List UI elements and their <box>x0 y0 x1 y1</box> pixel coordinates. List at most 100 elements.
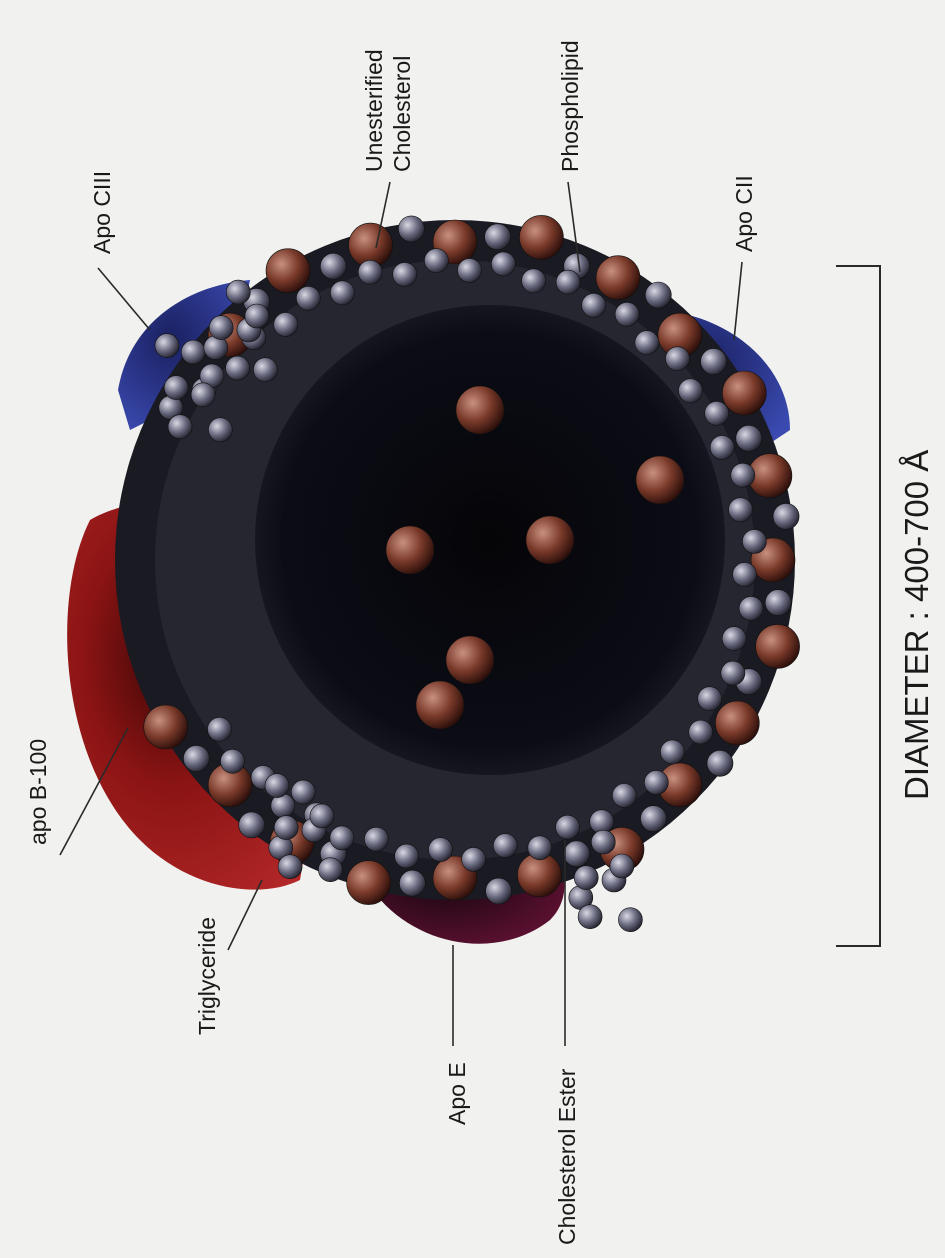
phospholipid-head <box>245 304 269 328</box>
cholesterol-sphere <box>596 256 640 300</box>
phospholipid-head <box>221 749 245 773</box>
phospholipid-head <box>612 784 636 808</box>
phospholipid-head <box>399 870 425 896</box>
cholesterol-ester-sphere <box>456 386 504 434</box>
phospholipid-head <box>739 596 763 620</box>
phospholipid-head <box>710 435 734 459</box>
phospholipid-head <box>191 383 215 407</box>
phospholipid-head <box>556 815 580 839</box>
phospholipid-head <box>679 379 703 403</box>
label-unesterified: Unesterified <box>361 49 387 172</box>
phospholipid-head <box>209 316 233 340</box>
leader-apo-ciii <box>98 268 150 330</box>
phospholipid-head <box>701 349 727 375</box>
leader-triglyceride <box>228 880 262 950</box>
phospholipid-head <box>183 746 209 772</box>
phospholipid-head <box>578 905 602 929</box>
phospholipid-head <box>698 687 722 711</box>
cholesterol-sphere <box>347 861 391 905</box>
phospholipid-head <box>641 806 667 832</box>
phospholipid-head <box>556 270 580 294</box>
cholesterol-ester-sphere <box>386 526 434 574</box>
phospholipid-head <box>274 816 298 840</box>
phospholipid-head <box>274 313 298 337</box>
phospholipid-head <box>591 830 615 854</box>
cholesterol-sphere <box>756 624 800 668</box>
phospholipid-head <box>731 463 755 487</box>
phospholipid-head <box>320 253 346 279</box>
phospholipid-head <box>364 827 388 851</box>
phospholipid-head <box>733 563 757 587</box>
phospholipid-head <box>773 503 799 529</box>
phospholipid-head <box>310 804 334 828</box>
diameter-bracket <box>836 266 880 946</box>
phospholipid-head <box>278 855 302 879</box>
label-apo-cii: Apo CII <box>731 175 757 252</box>
phospholipid-head <box>491 252 515 276</box>
phospholipid-head <box>722 627 746 651</box>
triglyceride-core <box>255 305 725 775</box>
phospholipid-head <box>528 836 552 860</box>
phospholipid-head <box>729 498 753 522</box>
phospholipid-head <box>582 293 606 317</box>
cholesterol-ester-sphere <box>636 456 684 504</box>
phospholipid-head <box>564 841 590 867</box>
phospholipid-head <box>742 529 766 553</box>
phospholipid-head <box>296 286 320 310</box>
phospholipid-head <box>226 356 250 380</box>
phospholipid-head <box>253 358 277 382</box>
phospholipid-head <box>395 844 419 868</box>
phospholipid-head <box>330 826 354 850</box>
diameter-label: DIAMETER : 400-700 Å <box>898 450 935 800</box>
phospholipid-head <box>721 661 745 685</box>
phospholipid-head <box>707 750 733 776</box>
cholesterol-ester-sphere <box>446 636 494 684</box>
phospholipid-head <box>486 878 512 904</box>
phospholipid-head <box>164 376 188 400</box>
cholesterol-ester-sphere <box>526 516 574 564</box>
label-cholesterol-ester: Cholesterol Ester <box>554 1068 580 1245</box>
phospholipid-head <box>493 834 517 858</box>
phospholipid-head <box>635 331 659 355</box>
phospholipid-head <box>393 262 417 286</box>
phospholipid-head <box>644 771 668 795</box>
phospholipid-head <box>462 847 486 871</box>
phospholipid-head <box>458 258 482 282</box>
phospholipid-head <box>265 774 289 798</box>
cholesterol-sphere <box>144 705 188 749</box>
label-triglyceride: Triglyceride <box>194 917 220 1035</box>
phospholipid-head <box>765 590 791 616</box>
label-phospholipid: Phospholipid <box>557 40 583 172</box>
phospholipid-head <box>208 717 232 741</box>
phospholipid-head <box>705 401 729 425</box>
phospholipid-head <box>424 249 448 273</box>
phospholipid-head <box>358 260 382 284</box>
phospholipid-head <box>610 854 634 878</box>
label-apo-b100: apo B-100 <box>25 739 51 845</box>
phospholipid-head <box>181 340 205 364</box>
label-apo-ciii: Apo CIII <box>89 171 115 254</box>
cholesterol-sphere <box>722 371 766 415</box>
phospholipid-head <box>689 720 713 744</box>
phospholipid-head <box>645 282 671 308</box>
phospholipid-head <box>660 740 684 764</box>
label-apo-e: Apo E <box>444 1062 470 1125</box>
phospholipid-head <box>615 302 639 326</box>
phospholipid-head <box>429 838 453 862</box>
phospholipid-head <box>168 415 192 439</box>
cholesterol-sphere <box>715 701 759 745</box>
label-cholesterol: Cholesterol <box>389 56 415 172</box>
phospholipid-head <box>155 334 179 358</box>
phospholipid-head <box>666 347 690 371</box>
phospholipid-head <box>485 224 511 250</box>
phospholipid-head <box>330 281 354 305</box>
phospholipid-head <box>318 858 342 882</box>
phospholipid-head <box>226 280 250 304</box>
phospholipid-head <box>291 780 315 804</box>
cholesterol-sphere <box>266 249 310 293</box>
cholesterol-sphere <box>519 215 563 259</box>
phospholipid-head <box>736 425 762 451</box>
phospholipid-head <box>574 866 598 890</box>
